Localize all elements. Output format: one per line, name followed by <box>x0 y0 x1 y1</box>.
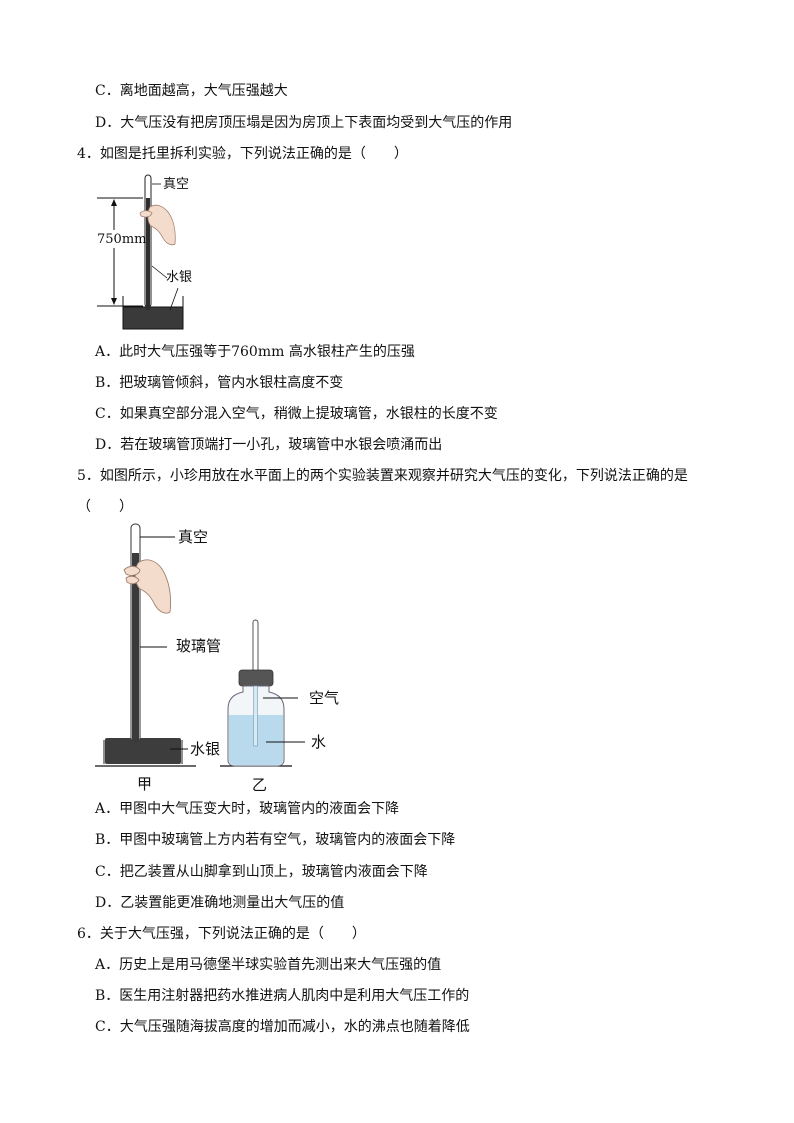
q4-option-b: B．把玻璃管倾斜，管内水银柱高度不变 <box>95 375 344 391</box>
q4-option-c: C．如果真空部分混入空气，稍微上提玻璃管，水银柱的长度不变 <box>95 406 498 422</box>
height-label: 750mm <box>97 232 147 247</box>
q5-option-d: D．乙装置能更准确地测量出大气压的值 <box>95 895 345 911</box>
q3-option-c: C．离地面越高，大气压强越大 <box>95 83 288 99</box>
question-4: 4．如图是托里拆利实验，下列说法正确的是（ ） <box>77 146 408 162</box>
mercury-label: 水银 <box>166 270 193 285</box>
question-5-paren: （ ） <box>77 499 133 515</box>
q4-option-a: A．此时大气压强等于760mm 高水银柱产生的压强 <box>95 344 415 360</box>
caption-jia: 甲 <box>137 775 153 793</box>
q5-option-b: B．甲图中玻璃管上方内若有空气，玻璃管内的液面会下降 <box>95 832 456 848</box>
question-6: 6．关于大气压强，下列说法正确的是（ ） <box>77 926 366 942</box>
question-5: 5．如图所示，小珍用放在水平面上的两个实验装置来观察并研究大气压的变化，下列说法… <box>77 468 688 484</box>
q5-option-a: A．甲图中大气压变大时，玻璃管内的液面会下降 <box>95 801 400 817</box>
vacuum-label-2: 真空 <box>178 528 209 546</box>
air-label: 空气 <box>309 689 340 707</box>
caption-yi: 乙 <box>252 776 268 794</box>
water-label: 水 <box>311 733 327 751</box>
q3-option-d: D．大气压没有把房顶压塌是因为房顶上下表面均受到大气压的作用 <box>95 115 513 131</box>
q6-option-a: A．历史上是用马德堡半球实验首先测出来大气压强的值 <box>95 957 442 973</box>
q6-option-b: B．医生用注射器把药水推进病人肌肉中是利用大气压工作的 <box>95 988 470 1004</box>
mercury-label-2: 水银 <box>190 740 221 758</box>
q5-option-c: C．把乙装置从山脚拿到山顶上，玻璃管内液面会下降 <box>95 864 428 880</box>
q4-option-d: D．若在玻璃管顶端打一小孔，玻璃管中水银会喷涌而出 <box>95 437 443 453</box>
q6-option-c: C．大气压强随海拔高度的增加而减小，水的沸点也随着降低 <box>95 1019 470 1035</box>
vacuum-label: 真空 <box>163 177 190 192</box>
glass-tube-label: 玻璃管 <box>176 637 222 655</box>
